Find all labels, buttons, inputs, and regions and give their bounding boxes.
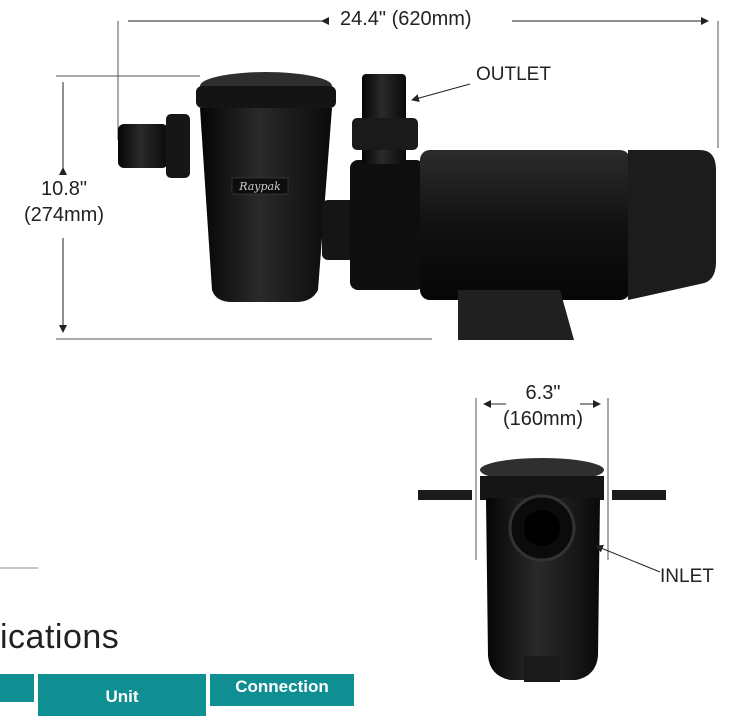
- outlet-callout: OUTLET: [476, 64, 551, 85]
- brand-logo: Raypak: [238, 180, 281, 193]
- outlet-leader-line: [411, 83, 471, 102]
- length-dimension-line: [117, 17, 719, 148]
- width-label-mm: (160mm): [502, 408, 583, 430]
- table-header-cell-unit: Unit: [38, 674, 206, 716]
- height-label-mm: (274mm): [23, 204, 104, 226]
- inlet-callout: INLET: [660, 566, 714, 587]
- width-label-in: 6.3": [525, 382, 561, 404]
- pump-side-view: Raypak: [118, 72, 716, 340]
- height-dimension-line: [56, 75, 432, 340]
- inlet-leader-line: [595, 544, 661, 573]
- width-dimension-line: [475, 398, 609, 560]
- table-header-cell-connection: Connection: [210, 674, 354, 706]
- table-header-cell-1: [0, 674, 34, 702]
- length-label: 24.4" (620mm): [340, 8, 472, 30]
- section-heading: ications: [0, 618, 120, 656]
- height-label-in: 10.8": [40, 178, 88, 200]
- pump-end-view: [418, 458, 666, 682]
